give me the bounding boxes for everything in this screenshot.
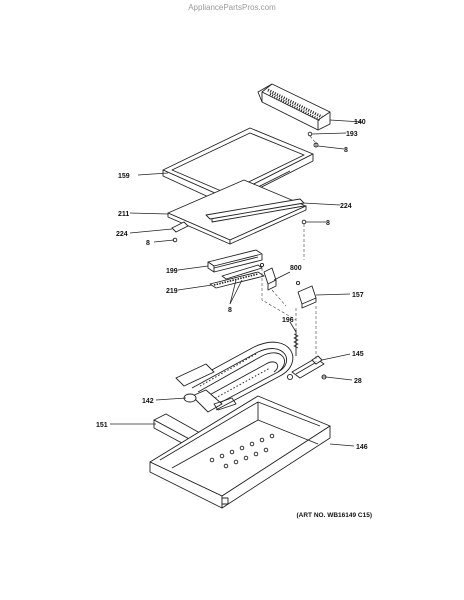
part-146-burner-box bbox=[149, 395, 331, 509]
part-219-shield bbox=[209, 264, 265, 289]
alignment-lines bbox=[261, 135, 317, 362]
callout-224-left: 224 bbox=[116, 231, 128, 238]
callout-219: 219 bbox=[166, 288, 178, 295]
callout-151: 151 bbox=[96, 422, 108, 429]
part-8-screw-top bbox=[313, 142, 319, 148]
leader-lines bbox=[110, 119, 363, 447]
art-number: (ART NO. WB16149 C15) bbox=[297, 512, 373, 519]
watermark-text: AppliancePartsPros.com bbox=[188, 3, 276, 12]
callout-159: 159 bbox=[118, 173, 130, 180]
callout-8-left: 8 bbox=[146, 240, 150, 247]
callout-8-right: 8 bbox=[326, 220, 330, 227]
part-224-left-bracket bbox=[171, 221, 189, 243]
part-199-bracket bbox=[207, 249, 263, 273]
callout-224-right: 224 bbox=[340, 203, 352, 210]
callout-28: 28 bbox=[354, 378, 362, 385]
callout-199: 199 bbox=[166, 268, 178, 275]
callout-193: 193 bbox=[346, 131, 358, 138]
callout-800: 800 bbox=[290, 265, 302, 272]
part-193-screw bbox=[307, 131, 313, 137]
callout-8-bottom: 8 bbox=[228, 307, 232, 314]
callout-146: 146 bbox=[356, 444, 368, 451]
part-800-clip bbox=[259, 262, 277, 291]
callout-140: 140 bbox=[354, 119, 366, 126]
part-157-bracket bbox=[295, 280, 317, 309]
callout-157: 157 bbox=[352, 292, 364, 299]
part-142-burner bbox=[175, 341, 294, 413]
part-28-screw bbox=[321, 374, 327, 380]
part-145-igniter bbox=[286, 355, 325, 381]
callout-labels: 140 193 8 159 211 224 224 8 8 199 800 21… bbox=[96, 119, 368, 451]
callout-145: 145 bbox=[352, 351, 364, 358]
callout-211: 211 bbox=[118, 211, 129, 218]
part-140-vent-trim bbox=[257, 83, 331, 131]
callout-196: 196 bbox=[282, 317, 294, 324]
part-196-spring bbox=[293, 330, 299, 356]
callout-142: 142 bbox=[142, 398, 154, 405]
callout-8-top: 8 bbox=[344, 147, 348, 154]
